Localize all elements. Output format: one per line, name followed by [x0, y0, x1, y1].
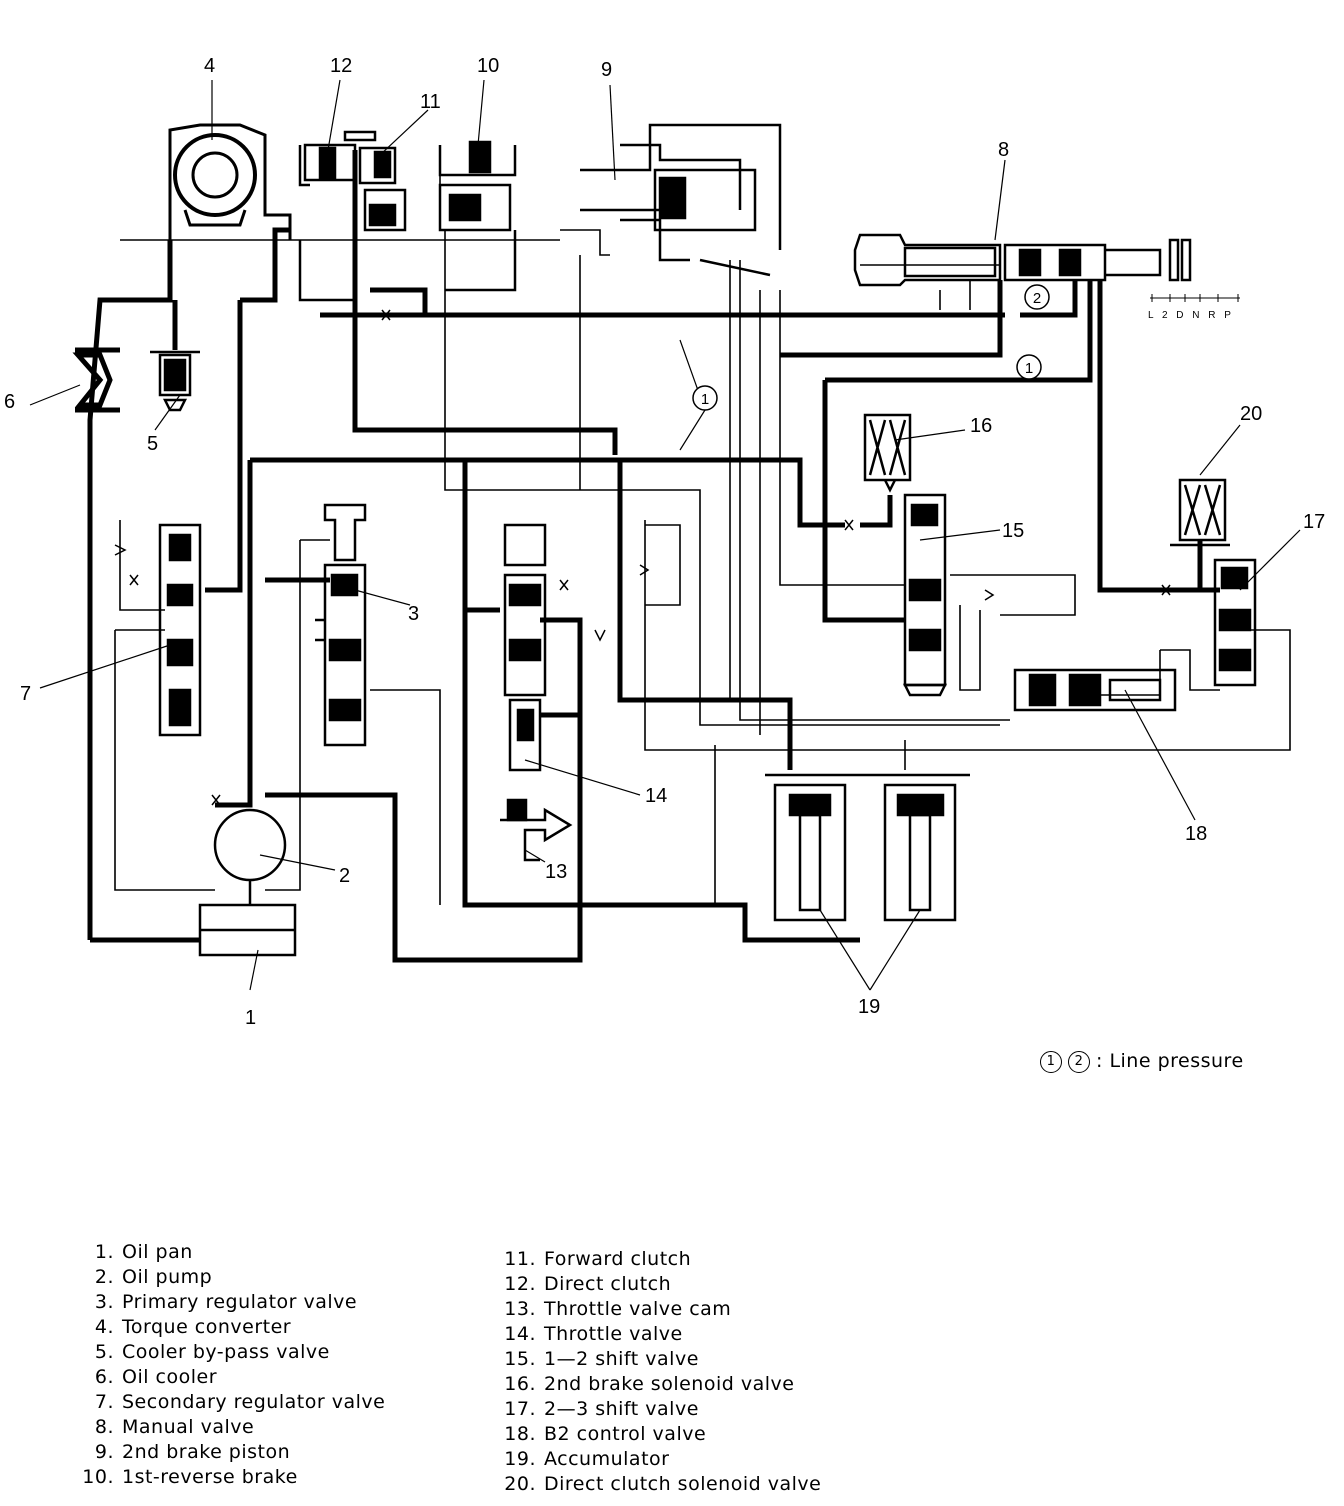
manual-position-scale: L 2 D N R P	[1148, 294, 1240, 321]
legend-left: 1.Oil pan 2.Oil pump 3.Primary regulator…	[70, 1240, 385, 1490]
line-pressure-mark-1: 1	[1040, 1050, 1062, 1073]
legend-item: 7.Secondary regulator valve	[94, 1391, 386, 1413]
throttle-valve	[503, 523, 547, 772]
legend-item: 6.Oil cooler	[94, 1366, 218, 1388]
legend-item: 12.Direct clutch	[504, 1273, 672, 1295]
line-pressure-circuit	[87, 150, 1220, 963]
callout-5: 5	[147, 433, 158, 455]
manual-positions-label: L 2 D N R P	[1148, 310, 1234, 321]
callout-9: 9	[601, 59, 612, 81]
callout-14: 14	[645, 785, 667, 807]
legend-item: 2.Oil pump	[94, 1266, 213, 1288]
check-valve-markers	[114, 309, 1171, 806]
callout-2: 2	[339, 865, 350, 887]
legend-item: 15.1—2 shift valve	[504, 1348, 699, 1370]
svg-text:1: 1	[1025, 360, 1033, 377]
legend-item: 5.Cooler by-pass valve	[94, 1341, 330, 1363]
circled-marker-1b: 1	[1016, 354, 1042, 380]
legend-item: 1.Oil pan	[94, 1241, 193, 1263]
circled-marker-2: 2	[1024, 284, 1050, 310]
legend-item: 4.Torque converter	[94, 1316, 292, 1338]
oil-pump-and-pan	[198, 808, 297, 957]
circled-marker-1: 1	[692, 385, 718, 411]
callout-10: 10	[477, 55, 499, 77]
callout-16: 16	[970, 415, 992, 437]
legend-item: 9.2nd brake piston	[94, 1441, 291, 1463]
legend-item: 20.Direct clutch solenoid valve	[504, 1473, 822, 1495]
cooler-bypass-valve	[150, 350, 200, 412]
callout-3: 3	[408, 603, 419, 625]
legend-item: 14.Throttle valve	[504, 1323, 683, 1345]
accumulators	[765, 773, 970, 922]
callout-8: 8	[998, 139, 1009, 161]
callout-7: 7	[20, 683, 31, 705]
shift-valve-2-3	[1213, 558, 1257, 687]
legend-right: 11.Forward clutch 12.Direct clutch 13.Th…	[492, 1247, 821, 1497]
line-pressure-mark-2: 2	[1068, 1050, 1090, 1073]
callout-15: 15	[1002, 520, 1024, 542]
torque-converter	[168, 123, 292, 240]
legend-item: 19.Accumulator	[504, 1448, 670, 1470]
callout-20: 20	[1240, 403, 1262, 425]
legend-item: 16.2nd brake solenoid valve	[504, 1373, 795, 1395]
svg-text:2: 2	[1033, 290, 1041, 307]
callout-6: 6	[4, 391, 15, 413]
callout-18: 18	[1185, 823, 1207, 845]
second-brake-solenoid	[863, 413, 912, 493]
oil-cooler	[72, 347, 120, 413]
clutch-pack-housing	[298, 130, 517, 302]
legend-item: 11.Forward clutch	[504, 1248, 692, 1270]
second-brake-piston	[580, 123, 782, 277]
legend-item: 17.2—3 shift valve	[504, 1398, 699, 1420]
callout-19: 19	[858, 996, 880, 1018]
callout-1: 1	[245, 1007, 256, 1029]
secondary-circuit	[114, 150, 1291, 905]
throttle-valve-cam	[500, 798, 573, 862]
secondary-regulator-valve	[158, 523, 202, 737]
manual-valve	[853, 233, 1192, 287]
legend-item: 3.Primary regulator valve	[94, 1291, 358, 1313]
legend-item: 8.Manual valve	[94, 1416, 255, 1438]
svg-text:1: 1	[701, 391, 709, 408]
legend-item: 13.Throttle valve cam	[504, 1298, 732, 1320]
primary-regulator-valve	[315, 503, 367, 747]
direct-clutch-solenoid	[1170, 478, 1230, 547]
callout-17: 17	[1303, 511, 1325, 533]
callout-4: 4	[204, 55, 215, 77]
callout-13: 13	[545, 861, 567, 883]
line-pressure-text: : Line pressure	[1096, 1050, 1244, 1072]
b2-control-valve	[1013, 668, 1177, 712]
callout-12: 12	[330, 55, 352, 77]
legend-item: 10.1st-reverse brake	[82, 1466, 298, 1488]
callout-11: 11	[420, 91, 441, 113]
legend-item: 18.B2 control valve	[504, 1423, 707, 1445]
callout-labels: 4 12 11 10 9 8 6 5 7 3 2 1 14 13 15 16 2…	[4, 55, 1325, 1029]
shift-valve-1-2	[902, 493, 948, 697]
